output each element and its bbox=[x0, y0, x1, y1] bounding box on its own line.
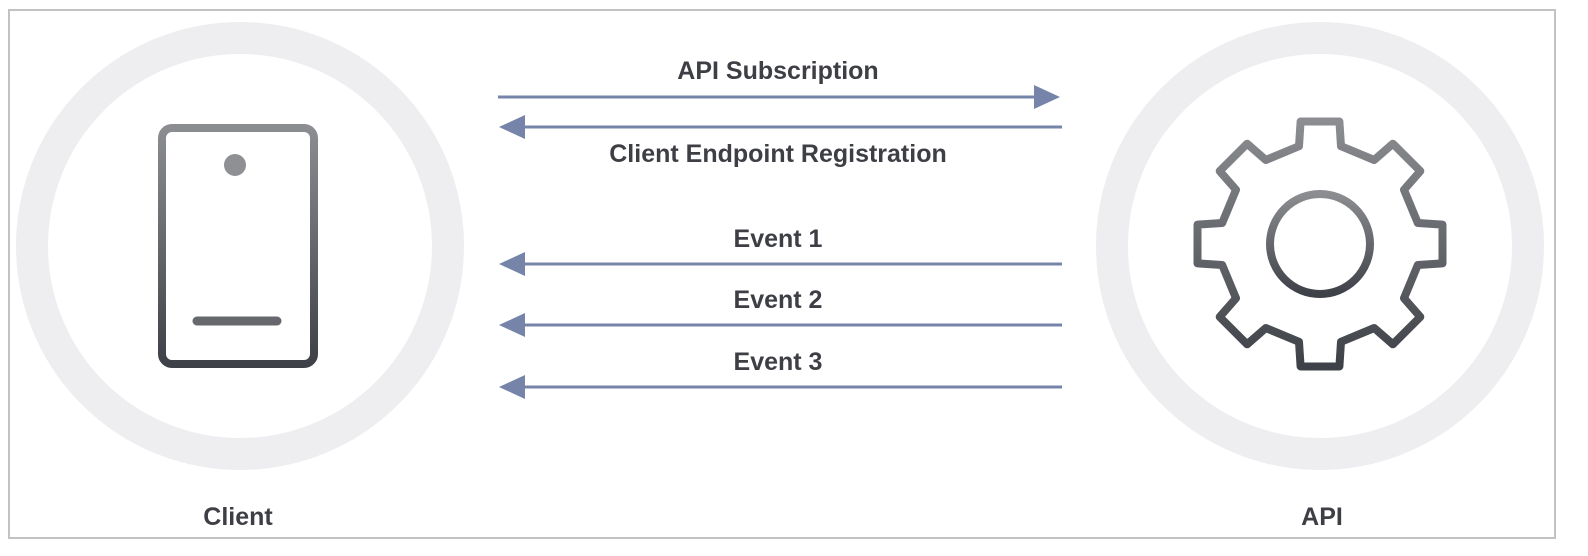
arrow-client-endpoint-registration: Client Endpoint Registration bbox=[499, 115, 1062, 168]
arrow-label: API Subscription bbox=[677, 57, 878, 85]
arrow-label: Event 3 bbox=[734, 348, 823, 376]
mobile-phone-icon bbox=[158, 124, 318, 368]
arrow-label: Event 2 bbox=[734, 286, 823, 314]
client-circle bbox=[16, 22, 464, 470]
arrow-event-3: Event 3 bbox=[499, 348, 1062, 399]
arrow-label: Client Endpoint Registration bbox=[609, 140, 947, 168]
api-node: API bbox=[1096, 22, 1544, 531]
client-node: Client bbox=[16, 22, 464, 531]
arrow-label: Event 1 bbox=[734, 225, 823, 253]
arrow-event-2: Event 2 bbox=[499, 286, 1062, 337]
api-circle bbox=[1096, 22, 1544, 470]
arrow-api-subscription: API Subscription bbox=[498, 57, 1060, 109]
gear-icon bbox=[1193, 117, 1447, 371]
arrow-event-1: Event 1 bbox=[499, 225, 1062, 276]
api-label: API bbox=[1301, 503, 1343, 531]
client-label: Client bbox=[203, 503, 273, 531]
